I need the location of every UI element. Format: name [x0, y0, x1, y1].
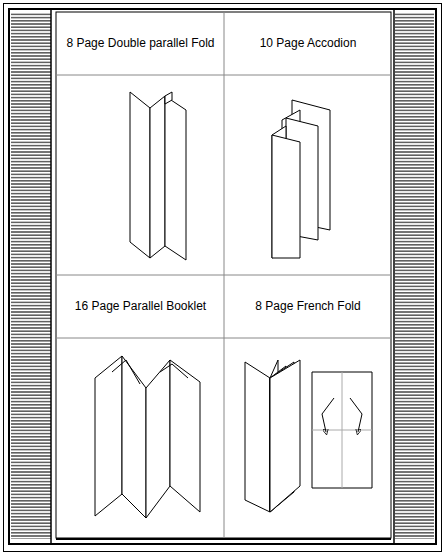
panel-title: 8 Page Double parallel Fold — [66, 37, 214, 51]
panel-title-box: 10 Page Accodion — [225, 13, 391, 75]
fold-panel: 8 Page French Fold — [225, 276, 391, 538]
panel-title: 16 Page Parallel Booklet — [75, 300, 206, 314]
panel-title: 10 Page Accodion — [260, 37, 357, 51]
accordion-fold — [272, 100, 330, 258]
panel-title-box: 8 Page Double parallel Fold — [57, 13, 224, 75]
parallel-booklet — [95, 356, 200, 518]
fold-panel: 10 Page Accodion — [225, 13, 391, 275]
panel-title-box: 8 Page French Fold — [225, 276, 391, 338]
fold-panel: 8 Page Double parallel Fold — [57, 13, 224, 275]
panel-title: 8 Page French Fold — [255, 300, 360, 314]
double-parallel-fold — [130, 92, 186, 260]
french-fold — [245, 360, 372, 512]
page-frame — [4, 4, 442, 552]
panel-title-box: 16 Page Parallel Booklet — [57, 276, 224, 338]
fold-panel: 16 Page Parallel Booklet — [57, 276, 224, 538]
